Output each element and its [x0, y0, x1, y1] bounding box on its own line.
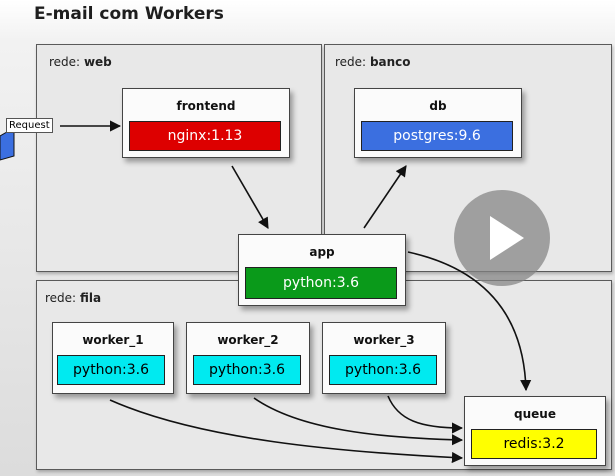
service-worker-3: worker_3 python:3.6: [322, 322, 446, 394]
arrow-worker1-queue: [109, 399, 464, 464]
network-web-name: web: [83, 55, 112, 69]
service-db: db postgres:9.6: [354, 88, 522, 158]
service-worker-2: worker_2 python:3.6: [186, 322, 310, 394]
service-db-name: db: [429, 99, 447, 113]
service-db-image: postgres:9.6: [361, 121, 513, 151]
service-frontend-name: frontend: [176, 99, 236, 113]
service-app-name: app: [309, 245, 335, 259]
service-worker-3-name: worker_3: [353, 333, 415, 347]
service-worker-3-image: python:3.6: [329, 355, 437, 385]
play-icon[interactable]: [454, 190, 550, 286]
arrow-app-queue: [407, 251, 532, 392]
service-app: app python:3.6: [238, 234, 406, 306]
diagram-title: E-mail com Workers: [34, 4, 224, 24]
network-fila-name: fila: [79, 291, 102, 305]
play-triangle-icon: [490, 216, 524, 260]
network-banco-name: banco: [369, 55, 411, 69]
arrow-worker3-queue: [387, 395, 464, 434]
network-web-prefix: rede:: [49, 55, 81, 69]
service-worker-1: worker_1 python:3.6: [52, 322, 174, 394]
service-worker-2-name: worker_2: [217, 333, 279, 347]
network-fila-prefix: rede:: [45, 291, 77, 305]
arrow-worker2-queue: [253, 397, 464, 446]
service-worker-1-name: worker_1: [82, 333, 144, 347]
service-queue-name: queue: [514, 407, 556, 421]
arrow-frontend-app: [231, 165, 269, 229]
network-banco-label: rede: banco: [335, 55, 411, 69]
network-web-label: rede: web: [49, 55, 112, 69]
service-queue-image: redis:3.2: [471, 429, 597, 459]
arrow-app-db: [363, 165, 407, 229]
request-label: Request: [6, 118, 53, 133]
service-worker-1-image: python:3.6: [57, 355, 165, 385]
service-frontend-image: nginx:1.13: [129, 121, 281, 151]
service-app-image: python:3.6: [245, 267, 397, 299]
network-banco-prefix: rede:: [335, 55, 367, 69]
service-frontend: frontend nginx:1.13: [122, 88, 290, 158]
network-fila-label: rede: fila: [45, 291, 101, 305]
service-worker-2-image: python:3.6: [193, 355, 301, 385]
service-queue: queue redis:3.2: [464, 396, 606, 466]
